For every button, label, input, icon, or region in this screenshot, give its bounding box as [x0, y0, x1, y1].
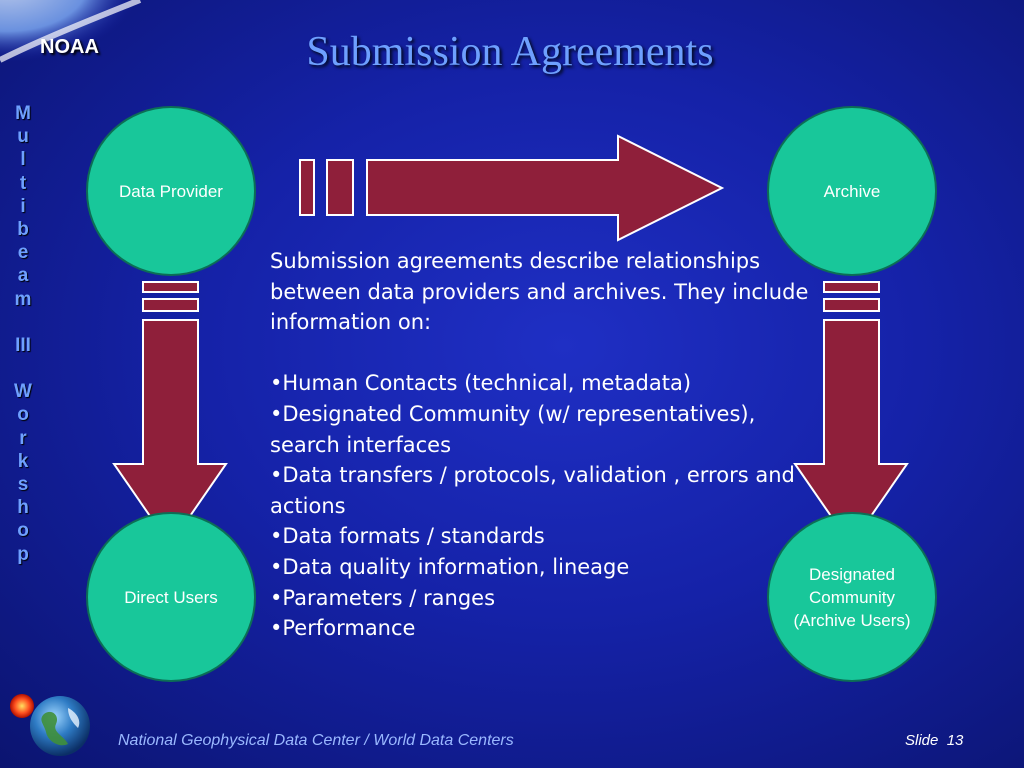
- body-text: Submission agreements describe relations…: [270, 246, 810, 644]
- right-arrow-head: [793, 319, 909, 547]
- side-banner-letter: a: [17, 265, 29, 287]
- side-banner-letter: p: [17, 543, 29, 565]
- horizontal-arrow-bar-1: [299, 159, 315, 216]
- footer-slide-value: 13: [946, 732, 964, 749]
- horizontal-arrow-bar-2: [326, 159, 354, 216]
- side-banner-letter: III: [15, 334, 31, 356]
- right-arrow-bar-1: [823, 281, 880, 293]
- footer-slide-label: Slide: [905, 732, 939, 749]
- bullet-item: •Parameters / ranges: [270, 585, 496, 610]
- side-banner-letter: i: [20, 195, 26, 217]
- side-banner-letter: o: [17, 404, 29, 426]
- right-arrow-bar-2: [823, 298, 880, 312]
- bullet-item: •Designated Community (w/ representative…: [270, 401, 756, 457]
- side-banner-letter: h: [17, 497, 29, 519]
- side-banner-letter: m: [14, 288, 32, 310]
- side-banner-letter: W: [14, 381, 32, 403]
- noaa-swirl-icon: [0, 0, 142, 73]
- side-banner-letter: t: [19, 172, 27, 194]
- bullet-item: •Data quality information, lineage: [270, 554, 630, 579]
- bullet-item: •Performance: [270, 616, 416, 641]
- side-banner-letter: b: [17, 218, 29, 240]
- bullet-item: •Data formats / standards: [270, 524, 545, 549]
- horizontal-arrow-head: [366, 134, 725, 242]
- side-banner-letter: k: [17, 450, 29, 472]
- left-arrow-bar-2: [142, 298, 199, 312]
- left-arrow-head: [112, 319, 228, 547]
- left-arrow-bar-1: [142, 281, 199, 293]
- globe-sun-icon: [10, 694, 90, 756]
- side-banner-letter: e: [17, 242, 29, 264]
- side-banner-letter: s: [17, 474, 29, 495]
- node-archive: Archive: [767, 106, 937, 276]
- bullet-item: •Data transfers / protocols, validation …: [270, 463, 795, 518]
- bullet-list: •Human Contacts (technical, metadata) •D…: [270, 368, 810, 643]
- noaa-label: NOAA: [40, 36, 99, 58]
- node-designated-community: Designated Community (Archive Users): [767, 512, 937, 682]
- node-designated-community-line1: Designated: [808, 564, 895, 584]
- bullet-item: •Human Contacts (technical, metadata): [270, 371, 692, 396]
- node-data-provider-label: Data Provider: [119, 181, 223, 201]
- node-archive-label: Archive: [823, 181, 881, 201]
- side-banner-letter: o: [17, 520, 29, 542]
- node-direct-users-label: Direct Users: [124, 587, 218, 607]
- node-designated-community-line2: Community: [809, 587, 895, 607]
- footer-organization: National Geophysical Data Center / World…: [118, 732, 514, 749]
- footer-slide-number: Slide 13: [905, 732, 963, 749]
- slide-title: Submission Agreements: [306, 29, 714, 75]
- side-banner-letter: r: [19, 427, 27, 449]
- side-banner-letter: l: [20, 149, 26, 171]
- node-data-provider: Data Provider: [86, 106, 256, 276]
- intro-paragraph: Submission agreements describe relations…: [270, 249, 809, 335]
- side-banner-letter: M: [15, 103, 31, 124]
- node-designated-community-line3: (Archive Users): [793, 610, 911, 630]
- side-banner-letter: u: [17, 126, 29, 148]
- node-direct-users: Direct Users: [86, 512, 256, 682]
